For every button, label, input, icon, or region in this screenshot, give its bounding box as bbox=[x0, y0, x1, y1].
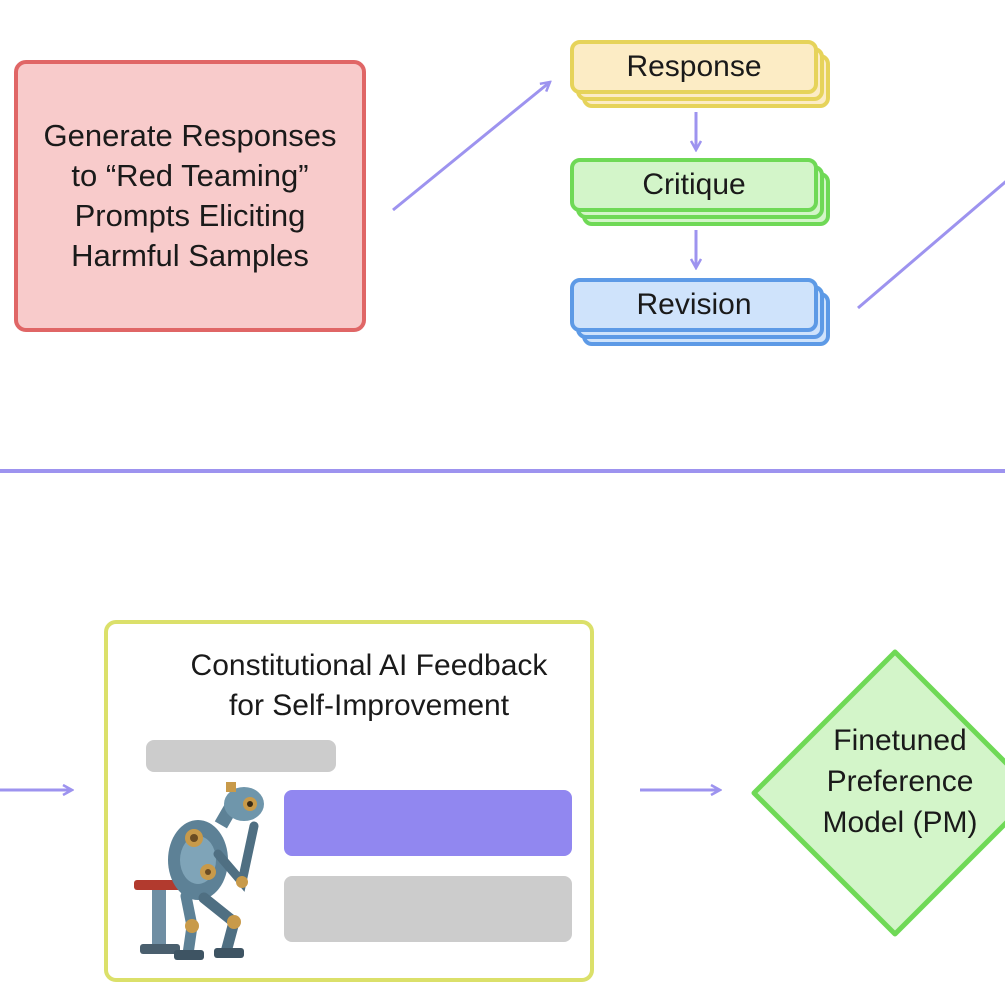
revision-label: Revision bbox=[636, 288, 752, 321]
arrow-revision-out bbox=[857, 180, 1005, 310]
chat-bubble-gray bbox=[284, 876, 572, 942]
critique-label: Critique bbox=[642, 168, 746, 201]
revision-step: Revision bbox=[570, 278, 832, 350]
section-divider bbox=[0, 469, 1005, 473]
preference-model-label: Finetuned Preference Model (PM) bbox=[822, 724, 978, 839]
response-label: Response bbox=[626, 50, 762, 83]
chat-bubble-gray-short bbox=[146, 740, 336, 772]
response-step: Response bbox=[570, 40, 832, 112]
preference-model-diamond bbox=[751, 649, 1005, 937]
generate-responses-box: Generate Responses to “Red Teaming” Prom… bbox=[14, 60, 366, 332]
critique-step: Critique bbox=[570, 158, 832, 230]
constitutional-feedback-box: Constitutional AI Feedback for Self-Impr… bbox=[104, 620, 594, 982]
thinking-robot-icon bbox=[134, 782, 264, 960]
constitutional-feedback-title: Constitutional AI Feedback for Self-Impr… bbox=[190, 649, 548, 722]
chat-bubble-accent bbox=[284, 790, 572, 856]
generate-responses-text: Generate Responses to “Red Teaming” Prom… bbox=[43, 118, 337, 273]
arrow-generate-to-response bbox=[392, 82, 550, 212]
